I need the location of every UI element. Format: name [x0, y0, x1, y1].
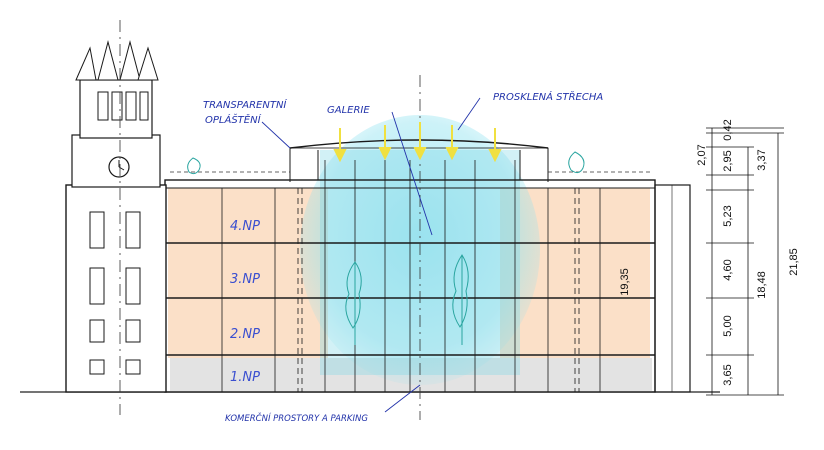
clock-tower — [65, 40, 167, 393]
dimension-18-48: 18,48 — [756, 271, 768, 299]
dimension-3-65: 3,65 — [722, 364, 734, 385]
dimension-3-37: 3,37 — [756, 149, 768, 170]
floor-label-3np: 3.NP — [230, 272, 260, 287]
tree-sketches — [187, 151, 585, 345]
annotation-leaders — [261, 97, 481, 413]
dimension-5-23: 5,23 — [722, 205, 734, 226]
glass-roof-arrows — [333, 122, 502, 163]
dimension-2-95: 2,95 — [722, 150, 734, 171]
dimension-2-07: 2,07 — [696, 144, 708, 165]
dimension-4-60: 4,60 — [722, 259, 734, 280]
annotation-glass-roof: PROSKLENÁ STŘECHA — [493, 90, 603, 103]
tower-windows — [89, 211, 141, 375]
orange-wash-left — [168, 188, 328, 358]
dimension-5-00: 5,00 — [722, 315, 734, 336]
dimension-0-42: 0,42 — [722, 119, 734, 140]
dimension-chains — [706, 127, 784, 396]
floor-label-2np: 2.NP — [230, 327, 260, 342]
annotation-transparent-skin-2: OPLÁŠTĚNÍ — [205, 113, 262, 126]
annotation-commercial: KOMERČNÍ PROSTORY A PARKING — [225, 412, 368, 424]
floor-label-1np: 1.NP — [230, 370, 260, 385]
annotation-gallery: GALERIE — [327, 105, 370, 116]
dimension-facade-height: 19,35 — [619, 268, 631, 296]
floor-label-4np: 4.NP — [230, 219, 260, 234]
annotation-transparent-skin-1: TRANSPARENTNÍ — [203, 98, 287, 111]
dimension-21-85: 21,85 — [788, 248, 800, 276]
